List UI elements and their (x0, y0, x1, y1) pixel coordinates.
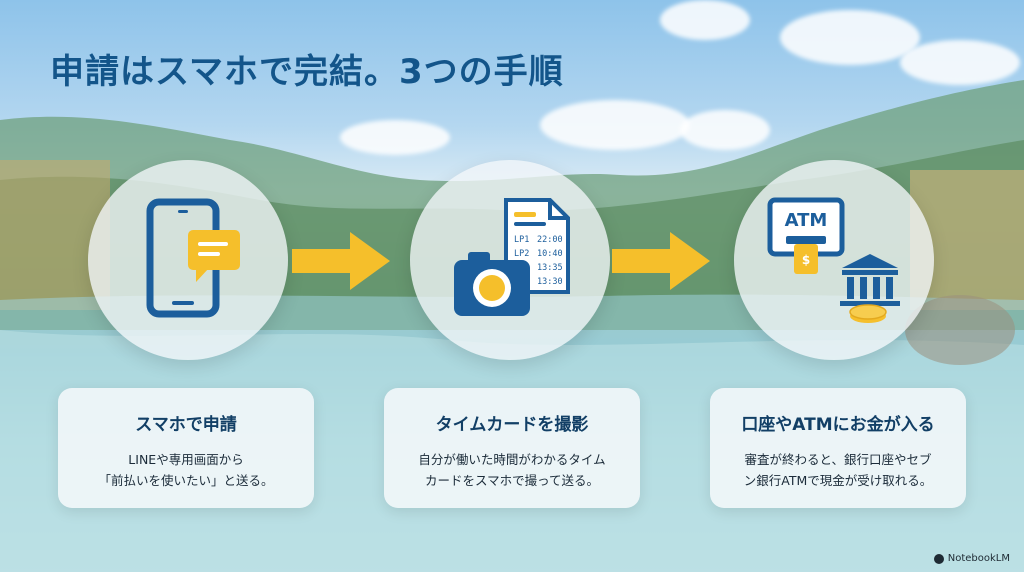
step-3-description: 審査が終わると、銀行口座やセブ ン銀行ATMで現金が受け取れる。 (710, 449, 966, 491)
step-3-circle: ATM $ (734, 160, 934, 360)
step-1-title: スマホで申請 (135, 415, 237, 435)
step-3-line-2: ン銀行ATMで現金が受け取れる。 (743, 473, 933, 488)
cloud (540, 100, 690, 150)
cloud (900, 40, 1020, 85)
step-1-description: LINEや専用画面から 「前払いを使いたい」と送る。 (58, 449, 314, 491)
svg-text:$: $ (802, 253, 810, 267)
camera-timecard-icon: LP1 22:00 LP2 10:40 13:35 13:30 (454, 198, 570, 316)
step-2-circle: LP1 22:00 LP2 10:40 13:35 13:30 (410, 160, 610, 360)
step-3-title: 口座やATMにお金が入る (741, 415, 935, 435)
step-1-line-2: 「前払いを使いたい」と送る。 (98, 473, 274, 488)
smartphone-chat-icon (146, 198, 240, 318)
step-1-circle (88, 160, 288, 360)
cloud (340, 120, 450, 155)
arrow-right-icon (292, 232, 390, 290)
arrow-right-icon (612, 232, 710, 290)
timecard-row-time: 13:30 (537, 277, 563, 287)
cloud (780, 10, 920, 65)
cloud (660, 0, 750, 40)
step-1-line-1: LINEや専用画面から (128, 452, 244, 467)
brand-watermark: NotebookLM (933, 553, 1010, 564)
cloud (680, 110, 770, 150)
timecard-row-time: 22:00 (537, 235, 563, 245)
step-2-line-1: 自分が働いた時間がわかるタイム (418, 452, 606, 467)
step-3-card: 口座やATMにお金が入る 審査が終わると、銀行口座やセブ ン銀行ATMで現金が受… (710, 388, 966, 508)
brand-label: NotebookLM (947, 553, 1010, 564)
timecard-row-label: LP2 (514, 249, 529, 259)
step-1-card: スマホで申請 LINEや専用画面から 「前払いを使いたい」と送る。 (58, 388, 314, 508)
timecard-row-time: 13:35 (537, 263, 563, 273)
notebooklm-logo-icon (933, 553, 944, 564)
timecard-row-time: 10:40 (537, 249, 563, 259)
step-3-line-1: 審査が終わると、銀行口座やセブ (744, 452, 932, 467)
atm-bank-icon: ATM $ (767, 197, 900, 323)
page-title: 申請はスマホで完結。3つの手順 (50, 52, 564, 92)
step-2-line-2: カードをスマホで撮って送る。 (424, 473, 599, 488)
atm-label: ATM (785, 210, 828, 231)
step-2-title: タイムカードを撮影 (435, 415, 589, 435)
step-2-description: 自分が働いた時間がわかるタイム カードをスマホで撮って送る。 (384, 449, 640, 491)
timecard-row-label: LP1 (514, 235, 529, 245)
step-2-card: タイムカードを撮影 自分が働いた時間がわかるタイム カードをスマホで撮って送る。 (384, 388, 640, 508)
